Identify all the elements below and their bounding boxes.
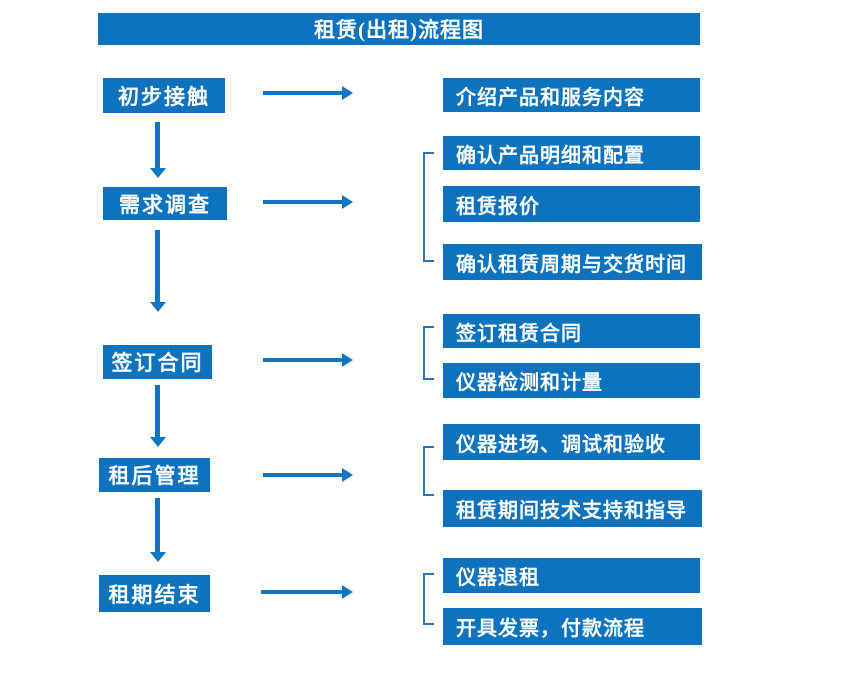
- arrow-right-icon: [263, 358, 342, 362]
- stage-box-rental-end: 租期结束: [99, 575, 210, 612]
- detail-box-invoice-payment: 开具发票，付款流程: [443, 608, 702, 645]
- flowchart-title: 租赁(出租)流程图: [98, 13, 700, 45]
- arrow-right-icon: [263, 91, 342, 95]
- arrow-down-icon: [155, 385, 160, 437]
- arrow-down-icon: [155, 230, 160, 302]
- bracket-connector: [423, 326, 434, 380]
- detail-box-sign-rental-contract: 签订租赁合同: [443, 314, 700, 348]
- stage-box-post-rental-management: 租后管理: [99, 458, 210, 492]
- arrow-right-icon: [263, 473, 342, 477]
- arrow-down-icon: [155, 122, 160, 168]
- stage-box-initial-contact: 初步接触: [103, 78, 225, 113]
- bracket-connector: [423, 152, 434, 262]
- detail-box-instrument-setup-acceptance: 仪器进场、调试和验收: [443, 424, 700, 460]
- detail-box-confirm-product-config: 确认产品明细和配置: [443, 136, 700, 170]
- detail-box-rental-quote: 租赁报价: [443, 186, 700, 222]
- stage-box-demand-survey: 需求调查: [103, 187, 227, 220]
- arrow-right-icon: [261, 590, 342, 594]
- stage-box-sign-contract: 签订合同: [103, 345, 212, 379]
- bracket-connector: [423, 446, 434, 496]
- detail-box-introduce-products: 介绍产品和服务内容: [443, 78, 700, 112]
- arrow-right-icon: [263, 200, 342, 204]
- detail-box-confirm-period-delivery: 确认租赁周期与交货时间: [443, 244, 702, 280]
- detail-box-tech-support: 租赁期间技术支持和指导: [443, 490, 702, 527]
- arrow-down-icon: [155, 498, 160, 552]
- detail-box-instrument-testing: 仪器检测和计量: [443, 363, 700, 398]
- detail-box-instrument-return: 仪器退租: [443, 558, 700, 593]
- bracket-connector: [423, 573, 434, 625]
